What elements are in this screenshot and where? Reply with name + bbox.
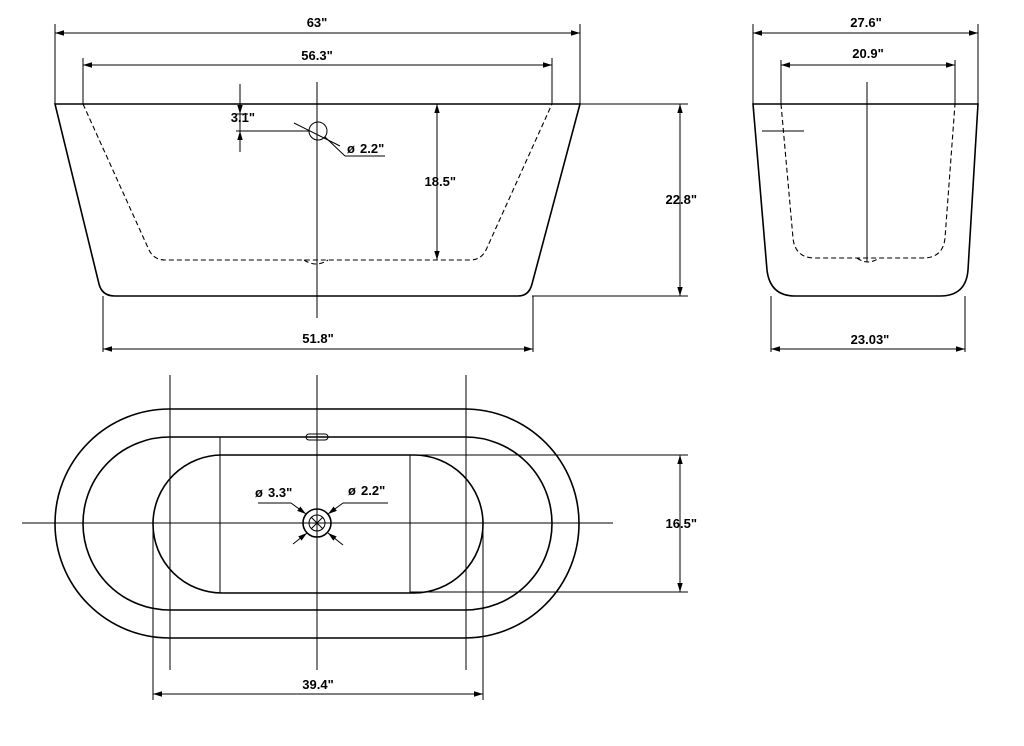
side-outer-outline bbox=[752, 103, 979, 297]
front-overflow-diameter-symbol: ø bbox=[347, 141, 355, 156]
front-overflow-diameter-label: 2.2" bbox=[360, 141, 384, 156]
plan-drain-inner-diameter-symbol: ø bbox=[348, 483, 356, 498]
dim-27-6-label: 27.6" bbox=[850, 15, 881, 30]
dim-39-4-label: 39.4" bbox=[302, 677, 333, 692]
plan-drain-inner bbox=[308, 514, 326, 532]
dim-23-03-label: 23.03" bbox=[851, 332, 890, 347]
side-view: 27.6" 20.9" 23.03" bbox=[752, 15, 979, 352]
plan-drain-arrow-ll bbox=[292, 532, 308, 545]
front-overflow-circle bbox=[308, 121, 328, 141]
plan-drain-cross-b bbox=[310, 516, 324, 530]
plan-drain-arrow-ur bbox=[327, 502, 344, 515]
dim-3-1-label: 3.1" bbox=[231, 110, 255, 125]
plan-drain-outer bbox=[302, 508, 332, 538]
plan-overflow-slot bbox=[305, 433, 329, 441]
dim-22-8-label: 22.8" bbox=[666, 192, 697, 207]
plan-drain-inner-diameter-label: 2.2" bbox=[361, 483, 385, 498]
dim-51-8-label: 51.8" bbox=[302, 331, 333, 346]
front-outer-outline bbox=[53, 103, 582, 297]
plan-drain-outer-diameter-symbol: ø bbox=[255, 485, 263, 500]
plan-drain-arrow-lr bbox=[327, 532, 344, 546]
dim-18-5-label: 18.5" bbox=[425, 174, 456, 189]
front-drain-recess bbox=[303, 259, 329, 265]
front-view: 63" 56.3" 3.1" ø 2.2" 18.5" 22.8" 51.8" bbox=[53, 15, 697, 352]
dim-56-label: 56.3" bbox=[301, 48, 332, 63]
front-overflow-leader bbox=[324, 136, 346, 157]
dim-16-5-label: 16.5" bbox=[666, 516, 697, 531]
side-drain-recess bbox=[856, 257, 880, 263]
dim-63-label: 63" bbox=[307, 15, 328, 30]
front-overflow-crosshair bbox=[293, 122, 341, 147]
plan-view: ø 3.3" ø 2.2" 16.5" 39.4" bbox=[22, 375, 697, 700]
dim-20-9-label: 20.9" bbox=[852, 46, 883, 61]
side-inner-basin bbox=[780, 103, 956, 259]
plan-drain-outer-diameter-label: 3.3" bbox=[268, 485, 292, 500]
plan-drain-arrow-ul bbox=[290, 502, 307, 515]
